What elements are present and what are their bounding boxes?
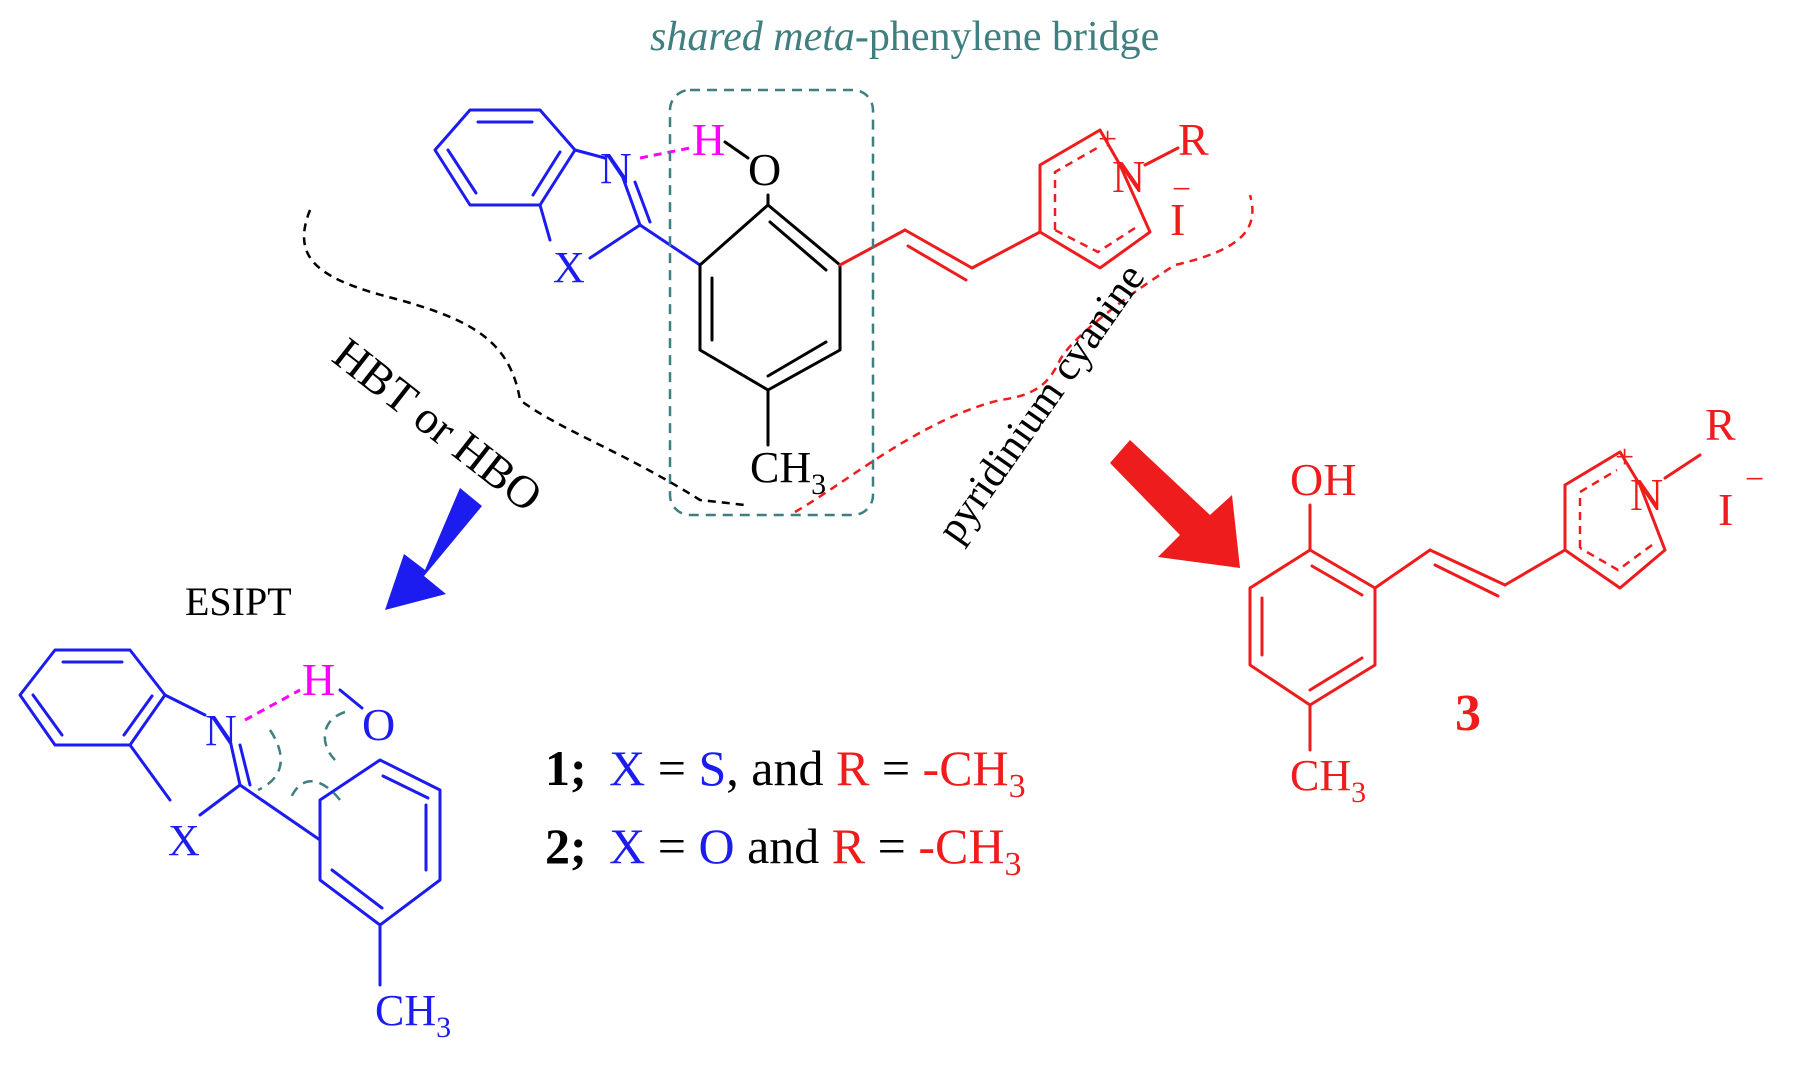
compound-3-molecule: OH CH3 N + R I − 3 [1248,399,1764,809]
c3-charge-minus: − [1745,461,1764,498]
top-atom-R: R [1178,114,1209,165]
esipt-atom-N: N [205,706,237,755]
c3-methyl: CH3 [1290,751,1366,809]
top-methyl: CH3 [750,443,826,501]
top-caption: shared meta-phenylene bridge [650,14,1159,60]
esipt-curved-arrow-3 [288,780,341,801]
top-atom-N: N [600,144,632,193]
compound-1-line: 1; X = S, and R = -CH3 [545,740,1026,805]
top-atom-X: X [553,243,585,292]
caption-rest: -phenylene bridge [855,14,1159,60]
pyridinium-brace [794,194,1254,514]
esipt-curved-arrow-1 [257,729,283,792]
top-iodide: I [1170,194,1185,245]
pyridinium-label: pyridinium cyanine [929,256,1155,551]
esipt-curved-arrow-2 [323,710,346,761]
top-charge-plus: + [1098,121,1117,158]
esipt-atom-O: O [362,699,395,750]
arrow-to-esipt [385,488,482,610]
top-molecule: N X H O CH3 N + R [302,88,1254,517]
esipt-atom-H: H [302,654,335,705]
caption-italic: shared meta [650,14,855,60]
compound-2-line: 2; X = O and R = -CH3 [545,818,1021,883]
c3-iodide: I [1718,484,1733,535]
top-atom-H: H [692,114,725,165]
esipt-label: ESIPT [185,579,292,624]
c3-atom-N-plus: N [1630,469,1663,520]
compound-3-number: 3 [1455,685,1481,742]
top-vinyl [838,228,1042,282]
c3-atom-OH: OH [1290,454,1356,505]
compound-legend: 1; X = S, and R = -CH3 2; X = O and R = … [545,740,1026,883]
hbt-brace [302,209,746,507]
top-azole-ring [538,148,702,267]
arrow-to-compound-3 [1110,440,1240,568]
esipt-atom-X: X [168,816,200,865]
central-phenylene-ring [698,193,842,447]
c3-charge-plus: + [1615,439,1634,476]
hbt-hbo-label: HBT or HBO [324,328,552,522]
top-charge-minus: − [1172,171,1191,208]
esipt-methyl: CH3 [375,986,451,1044]
top-benzo-ring [433,108,577,207]
c3-atom-R: R [1705,399,1736,450]
top-h-bond [639,146,691,160]
top-atom-N-plus: N [1112,151,1145,202]
esipt-molecule: N X H O CH3 [18,648,451,1044]
top-atom-O: O [748,144,781,195]
top-pyridinium-ring [1038,128,1152,270]
